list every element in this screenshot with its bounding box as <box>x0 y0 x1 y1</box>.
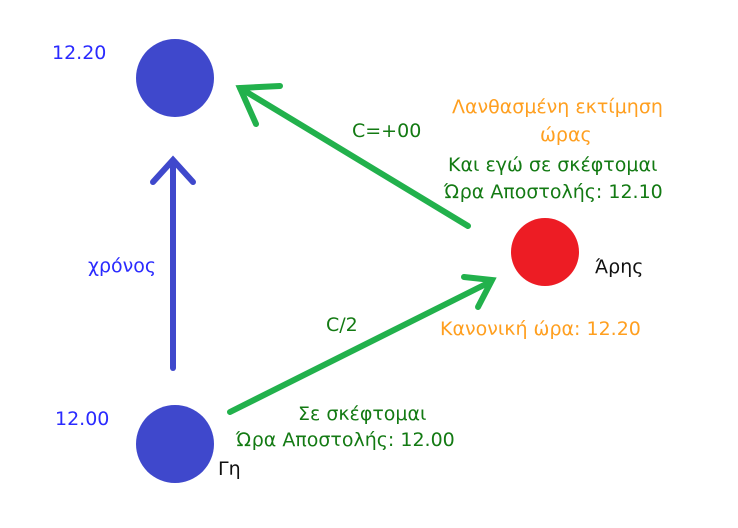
time-axis-label: χρόνος <box>88 255 157 277</box>
return-arrow <box>235 83 471 229</box>
reply-line2: Ώρα Αποστολής: 12.10 <box>444 181 663 203</box>
mars-node <box>511 218 579 286</box>
earth-future-node <box>136 39 214 117</box>
earth-label: Γη <box>218 458 241 480</box>
time-arrow <box>150 155 196 371</box>
time-top-label: 12.20 <box>52 42 107 64</box>
earth-node <box>136 405 214 483</box>
send-line2: Ώρα Αποστολής: 12.00 <box>236 429 455 451</box>
time-bottom-label: 12.00 <box>55 408 110 430</box>
send-line1: Σε σκέφτομαι <box>298 403 427 425</box>
wrong-estimate-line2: ώρας <box>540 124 592 146</box>
send-arrow <box>227 274 497 415</box>
return-arrow-label: C=+00 <box>352 120 422 142</box>
reply-line1: Και εγώ σε σκέφτομαι <box>448 154 658 176</box>
normal-time-label: Κανονική ώρα: 12.20 <box>440 318 641 340</box>
wrong-estimate-line1: Λανθασμένη εκτίμηση <box>452 96 663 118</box>
send-arrow-label: C/2 <box>326 314 358 336</box>
mars-label: Άρης <box>595 256 644 278</box>
